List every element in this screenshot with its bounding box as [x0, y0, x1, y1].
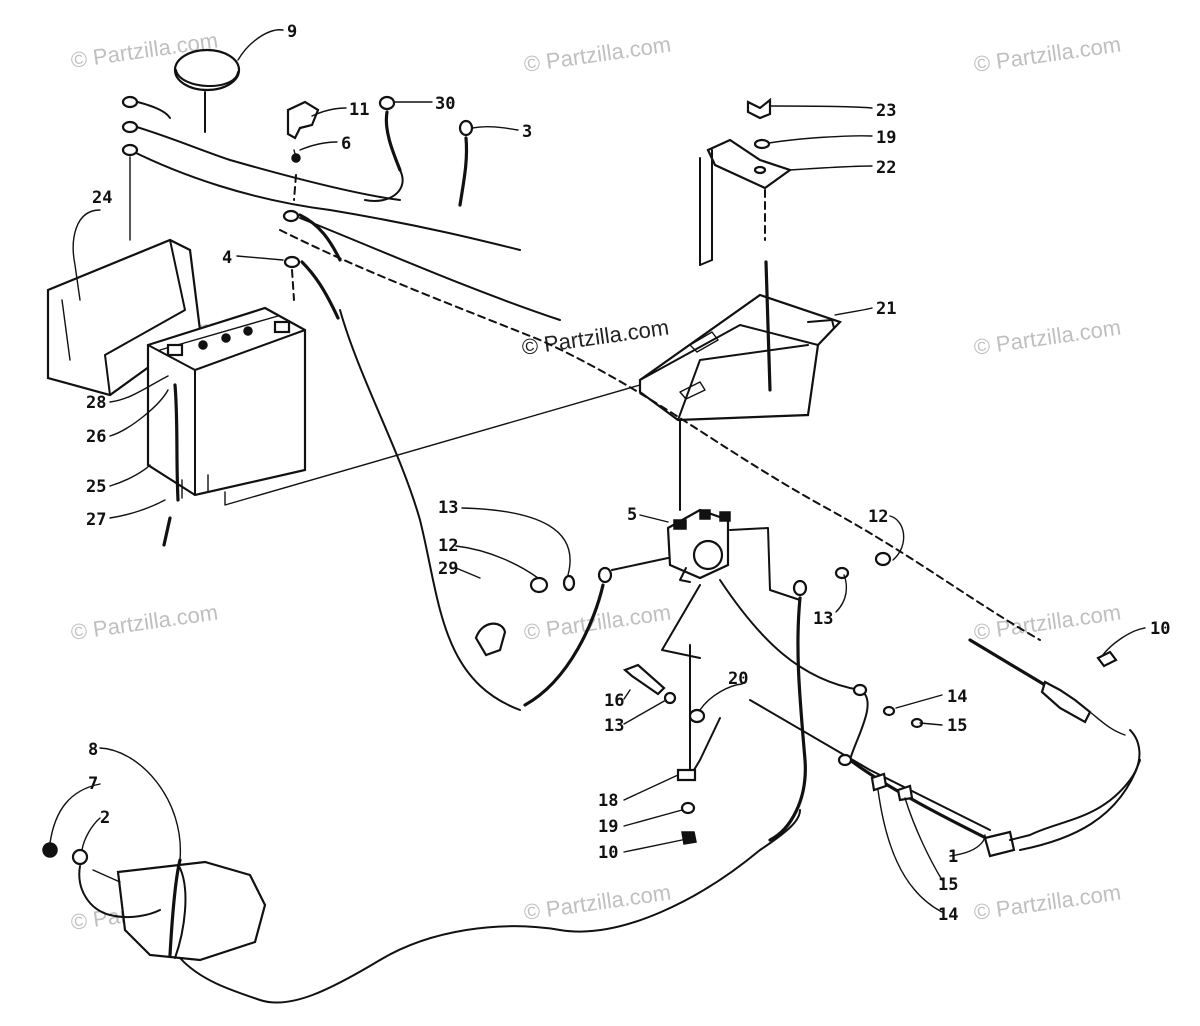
tray-bracket: [699, 138, 793, 266]
callout-14-lower: 14: [938, 905, 958, 925]
callout-13-upper: 13: [438, 498, 458, 518]
assembly-line: [293, 174, 297, 201]
callout-30: 30: [435, 94, 455, 114]
callout-15-upper: 15: [947, 716, 967, 736]
callout-27: 27: [86, 510, 106, 530]
watermark-text: © Partzilla.com: [522, 880, 672, 925]
cable-eyelet: [283, 255, 301, 269]
callout-labels: 9 30 11 6 3 23 19 22 24 4 21 28 26 25 27…: [86, 22, 1170, 925]
starter-motor: [42, 842, 267, 962]
callout-22: 22: [876, 158, 896, 178]
callout-18: 18: [598, 791, 618, 811]
callout-26: 26: [86, 427, 106, 447]
watermark-text: © Partzilla.com: [522, 32, 672, 77]
callout-29: 29: [438, 559, 458, 579]
starter-cable-run: [179, 809, 801, 1004]
callout-3: 3: [522, 122, 532, 142]
callout-2: 2: [100, 808, 110, 828]
short-cable: [300, 260, 340, 320]
vent-tube-end: [162, 516, 172, 547]
watermark-text: © Partzilla.com: [972, 880, 1122, 925]
callout-19-top: 19: [876, 128, 896, 148]
callout-9: 9: [287, 22, 297, 42]
callout-13-lower: 13: [604, 716, 624, 736]
callout-6: 6: [341, 134, 351, 154]
watermark-text: © Partzilla.com: [972, 32, 1122, 77]
callout-4: 4: [222, 248, 232, 268]
starter-cable: [768, 551, 892, 842]
battery: [146, 306, 307, 499]
watermark-text: © Partzilla.com: [69, 600, 219, 645]
cable-end: [968, 638, 1126, 736]
tray-line: [224, 384, 641, 506]
callout-5: 5: [627, 505, 637, 525]
callout-24: 24: [92, 188, 112, 208]
callout-1: 1: [948, 847, 958, 867]
callout-12-right: 12: [868, 507, 888, 527]
callout-10-bottom: 10: [598, 843, 618, 863]
callout-19-bottom: 19: [598, 817, 618, 837]
callout-16: 16: [604, 691, 624, 711]
right-harness: [719, 579, 1141, 858]
solenoid-cable: [474, 557, 669, 707]
callout-11: 11: [349, 100, 369, 120]
watermark-text: © Partzilla.com: [972, 600, 1122, 645]
callout-8: 8: [88, 740, 98, 760]
ground-lead: [364, 95, 404, 202]
wing-nut: [746, 97, 772, 120]
throttle-cable: [279, 229, 1041, 641]
vent-tube: [173, 383, 180, 502]
short-cable: [298, 213, 342, 262]
callout-25: 25: [86, 477, 106, 497]
callout-12-left: 12: [438, 536, 458, 556]
cable-eyelet: [282, 209, 300, 223]
battery-terminal-neg: [166, 343, 184, 357]
callout-13-right: 13: [813, 609, 833, 629]
main-harness: [339, 309, 521, 711]
short-lead: [458, 119, 474, 207]
solenoid-wire: [729, 527, 801, 601]
callout-20: 20: [728, 669, 748, 689]
starter-solenoid: [666, 508, 731, 583]
battery-cables: [121, 95, 521, 251]
assembly-line: [291, 269, 295, 301]
callout-14-upper: 14: [947, 687, 967, 707]
callout-23: 23: [876, 101, 896, 121]
terminal-cap: [286, 100, 320, 163]
callout-15-lower: 15: [938, 875, 958, 895]
hold-down-strap: [173, 48, 241, 133]
callout-7: 7: [88, 774, 98, 794]
ground-strap: [661, 584, 701, 771]
washer: [753, 138, 771, 150]
watermark-text: © Partzilla.com: [972, 315, 1122, 360]
mount-hardware: [622, 663, 721, 845]
battery-tray: [638, 260, 842, 422]
leader-lines: [49, 29, 1146, 913]
callout-10-right: 10: [1150, 619, 1170, 639]
callout-28: 28: [86, 393, 106, 413]
callout-21: 21: [876, 299, 896, 319]
battery-terminal-pos: [273, 320, 291, 334]
watermark-center-text: © Partzilla.com: [520, 315, 670, 360]
harness-run: [299, 217, 561, 321]
